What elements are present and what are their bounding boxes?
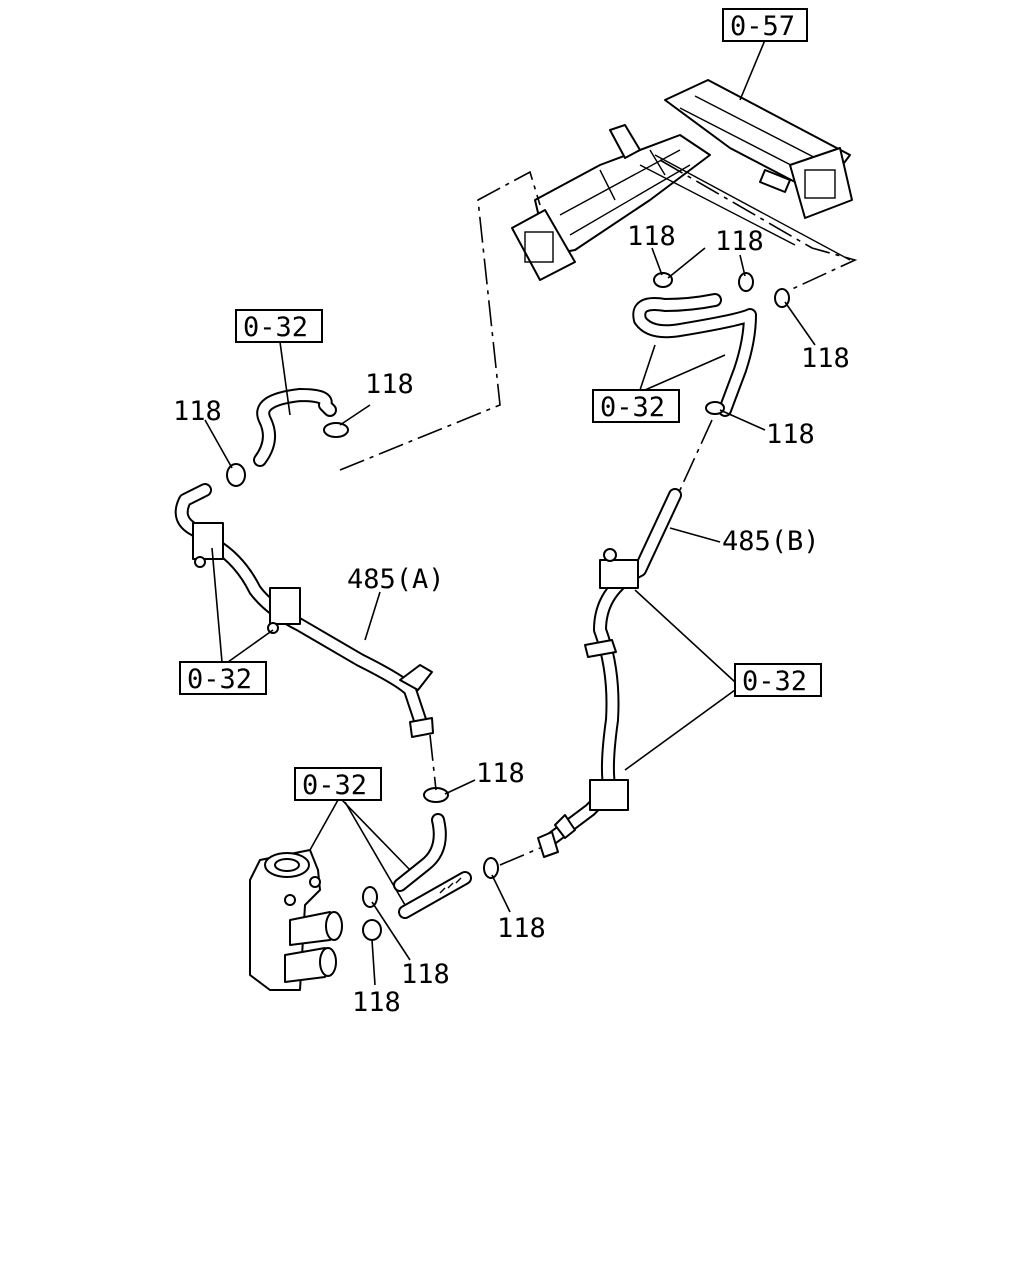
part-label-485b[interactable]: 485(B) (722, 526, 820, 557)
clamp-label-10[interactable]: 118 (352, 987, 401, 1018)
ref-box-0-32-mid-left[interactable] (179, 661, 267, 695)
ref-label-0-32-mid-left: 0-32 (187, 664, 252, 695)
clamp-1 (653, 272, 673, 288)
clamp-4 (705, 401, 725, 415)
clamp-8 (483, 857, 499, 879)
hose-clamps (226, 272, 790, 941)
clamp-label-2[interactable]: 118 (715, 226, 764, 257)
leader-lines (204, 247, 816, 986)
upper-left-hose (253, 388, 337, 467)
egr-cooler (511, 39, 853, 281)
clamp-2 (738, 272, 754, 292)
clamp-label-9[interactable]: 118 (401, 959, 450, 990)
lower-hoses (393, 813, 472, 919)
clamp-label-1[interactable]: 118 (627, 221, 676, 252)
clamp-label-5[interactable]: 118 (365, 369, 414, 400)
clamp-6 (226, 463, 246, 487)
clamp-label-3[interactable]: 118 (801, 343, 850, 374)
clamp-9 (362, 886, 378, 908)
ref-label-0-32-upper-left: 0-32 (243, 312, 308, 343)
ref-label-0-57: 0-57 (730, 11, 795, 42)
clamp-10 (362, 919, 382, 941)
pipe-485a (174, 483, 434, 738)
ref-box-0-57[interactable] (722, 8, 808, 42)
clamp-7 (423, 787, 449, 803)
clamp-label-6[interactable]: 118 (173, 396, 222, 427)
clamp-5 (323, 422, 349, 438)
ref-label-0-32-upper-right: 0-32 (600, 392, 665, 423)
pipe-485b (537, 488, 682, 858)
clamp-label-4[interactable]: 118 (766, 419, 815, 450)
ref-box-0-32-lower[interactable] (294, 767, 382, 801)
connection-lines (339, 159, 858, 866)
upper-right-hose (632, 293, 757, 417)
ref-label-0-32-lower: 0-32 (302, 770, 367, 801)
clamp-label-7[interactable]: 118 (476, 758, 525, 789)
ref-box-0-32-mid-right[interactable] (734, 663, 822, 697)
ref-label-0-32-mid-right: 0-32 (742, 666, 807, 697)
callouts: 0-57 0-32 0-32 0-32 0-32 0-32 485(A) 485… (173, 8, 850, 1018)
ref-box-0-32-upper-left[interactable] (235, 309, 323, 343)
part-label-485a[interactable]: 485(A) (347, 564, 445, 595)
thermostat-housing (249, 849, 343, 991)
ref-box-0-32-upper-right[interactable] (592, 389, 680, 423)
clamp-label-8[interactable]: 118 (497, 913, 546, 944)
